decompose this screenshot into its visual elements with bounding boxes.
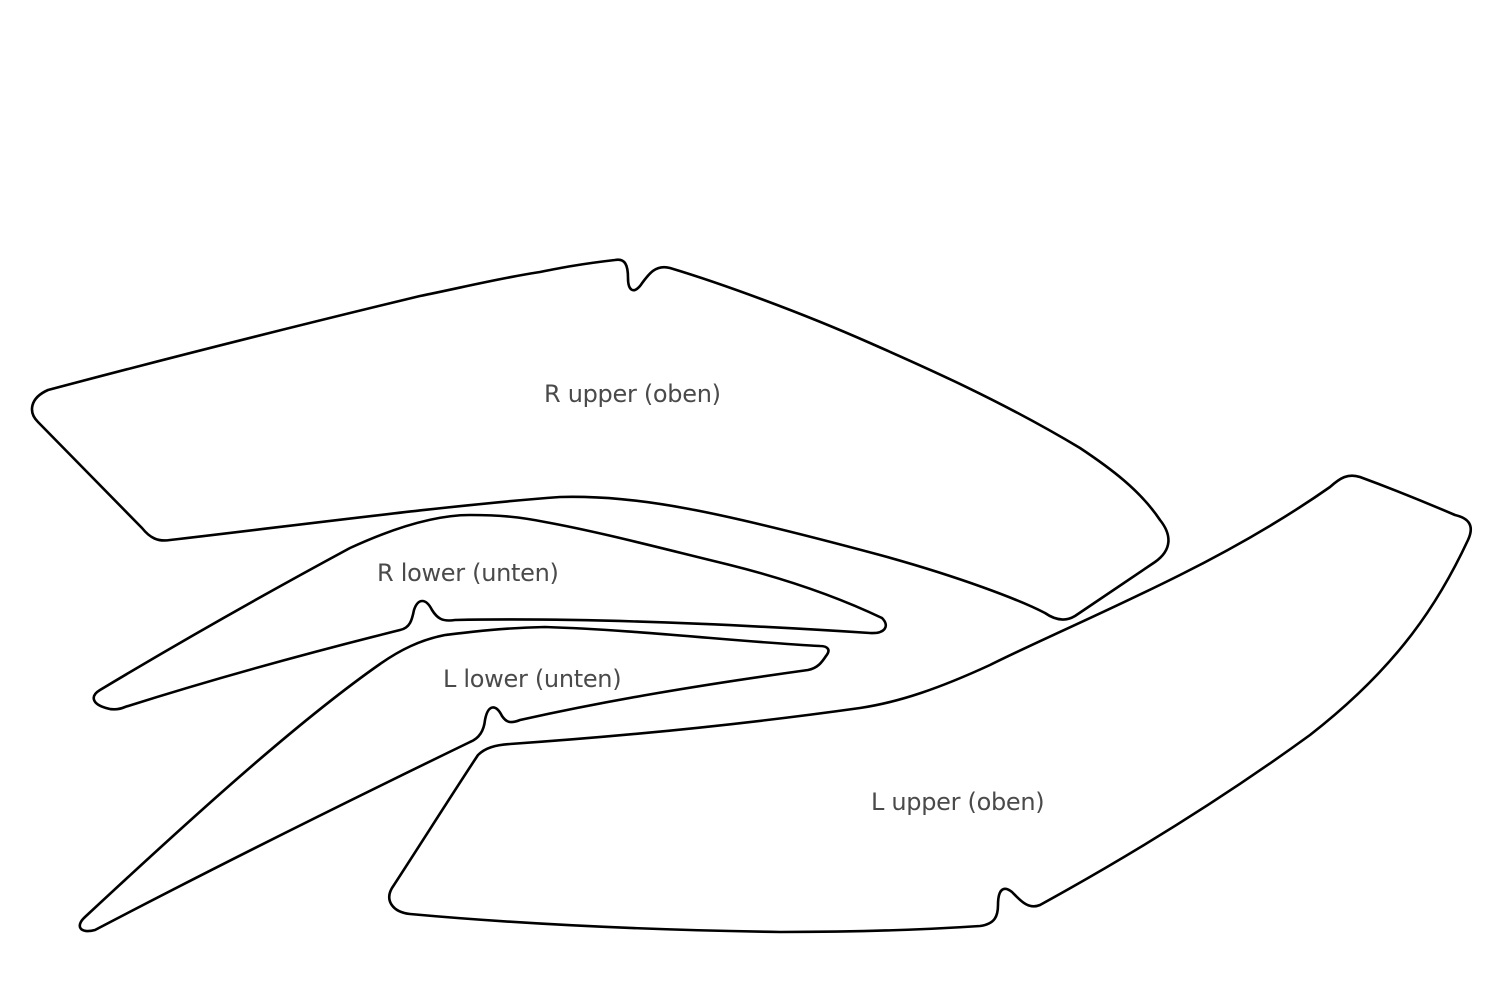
r-upper-label: R upper (oben) (544, 380, 721, 408)
r-lower-outline (92, 513, 887, 711)
l-lower-label: L lower (unten) (443, 665, 621, 693)
l-lower-outline (78, 625, 830, 933)
r-lower-label: R lower (unten) (377, 559, 559, 587)
l-upper-outline (388, 474, 1473, 934)
l-upper-label: L upper (oben) (871, 788, 1044, 816)
r-upper-outline (30, 258, 1170, 621)
